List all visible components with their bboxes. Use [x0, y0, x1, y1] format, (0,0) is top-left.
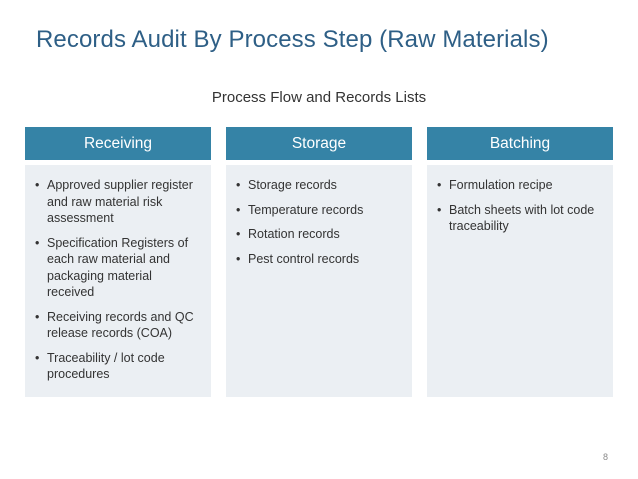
page-number: 8	[602, 452, 608, 462]
list-item: • Batch sheets with lot code traceability	[437, 202, 603, 235]
list-item-text: Specification Registers of each raw mate…	[47, 235, 189, 300]
list-item: • Pest control records	[236, 251, 402, 268]
column-body-batching: • Formulation recipe • Batch sheets with l…	[427, 165, 613, 397]
column-receiving: Receiving • Approved supplier register an…	[25, 127, 211, 397]
bullet-icon: •	[236, 202, 241, 217]
receiving-list: • Approved supplier register and raw mate…	[35, 177, 201, 383]
column-batching: Batching • Formulation recipe • Batch shee…	[427, 127, 613, 397]
bullet-icon: •	[437, 202, 442, 217]
bullet-icon: •	[35, 350, 40, 365]
column-header-batching: Batching	[427, 127, 613, 160]
list-item-text: Formulation recipe	[449, 178, 553, 192]
list-item-text: Storage records	[248, 178, 337, 192]
list-item: • Specification Registers of each raw mat…	[35, 235, 201, 301]
list-item-text: Pest control records	[248, 251, 360, 266]
column-body-storage: • Storage records • Temperature records • R…	[226, 165, 412, 397]
bullet-icon: •	[236, 178, 241, 192]
list-item: • Rotation records	[236, 226, 402, 243]
list-item: • Traceability / lot code procedures	[35, 350, 201, 383]
list-item-text: Rotation records	[248, 227, 340, 241]
list-item: • Temperature records	[236, 202, 402, 219]
bullet-icon: •	[236, 227, 241, 241]
column-header-storage: Storage	[226, 127, 412, 160]
list-item: • Formulation recipe	[437, 177, 603, 194]
batching-list: • Formulation recipe • Batch sheets with l…	[437, 177, 603, 235]
list-item-text: Receiving records and QC release records…	[47, 309, 194, 341]
list-item-text: Traceability / lot code procedures	[47, 350, 165, 382]
bullet-icon: •	[236, 251, 241, 266]
list-item: • Approved supplier register and raw mate…	[35, 177, 201, 227]
storage-list: • Storage records • Temperature records • R…	[236, 177, 402, 267]
bullet-icon: •	[35, 309, 40, 324]
bullet-icon: •	[35, 178, 40, 192]
column-body-receiving: • Approved supplier register and raw mate…	[25, 165, 211, 397]
slide-subtitle: Process Flow and Records Lists	[211, 89, 427, 106]
list-item-text: Temperature records	[248, 202, 364, 217]
list-item-text: Batch sheets with lot code traceability	[449, 202, 595, 234]
bullet-icon: •	[437, 178, 442, 192]
list-item-text: Approved supplier register and raw mater…	[47, 178, 193, 225]
column-storage: Storage • Storage records • Temperature re…	[226, 127, 412, 397]
list-item: • Storage records	[236, 177, 402, 194]
column-header-receiving: Receiving	[25, 127, 211, 160]
slide-title: Records Audit By Process Step (Raw Mater…	[36, 26, 549, 53]
bullet-icon: •	[35, 235, 40, 250]
list-item: • Receiving records and QC release record…	[35, 309, 201, 342]
